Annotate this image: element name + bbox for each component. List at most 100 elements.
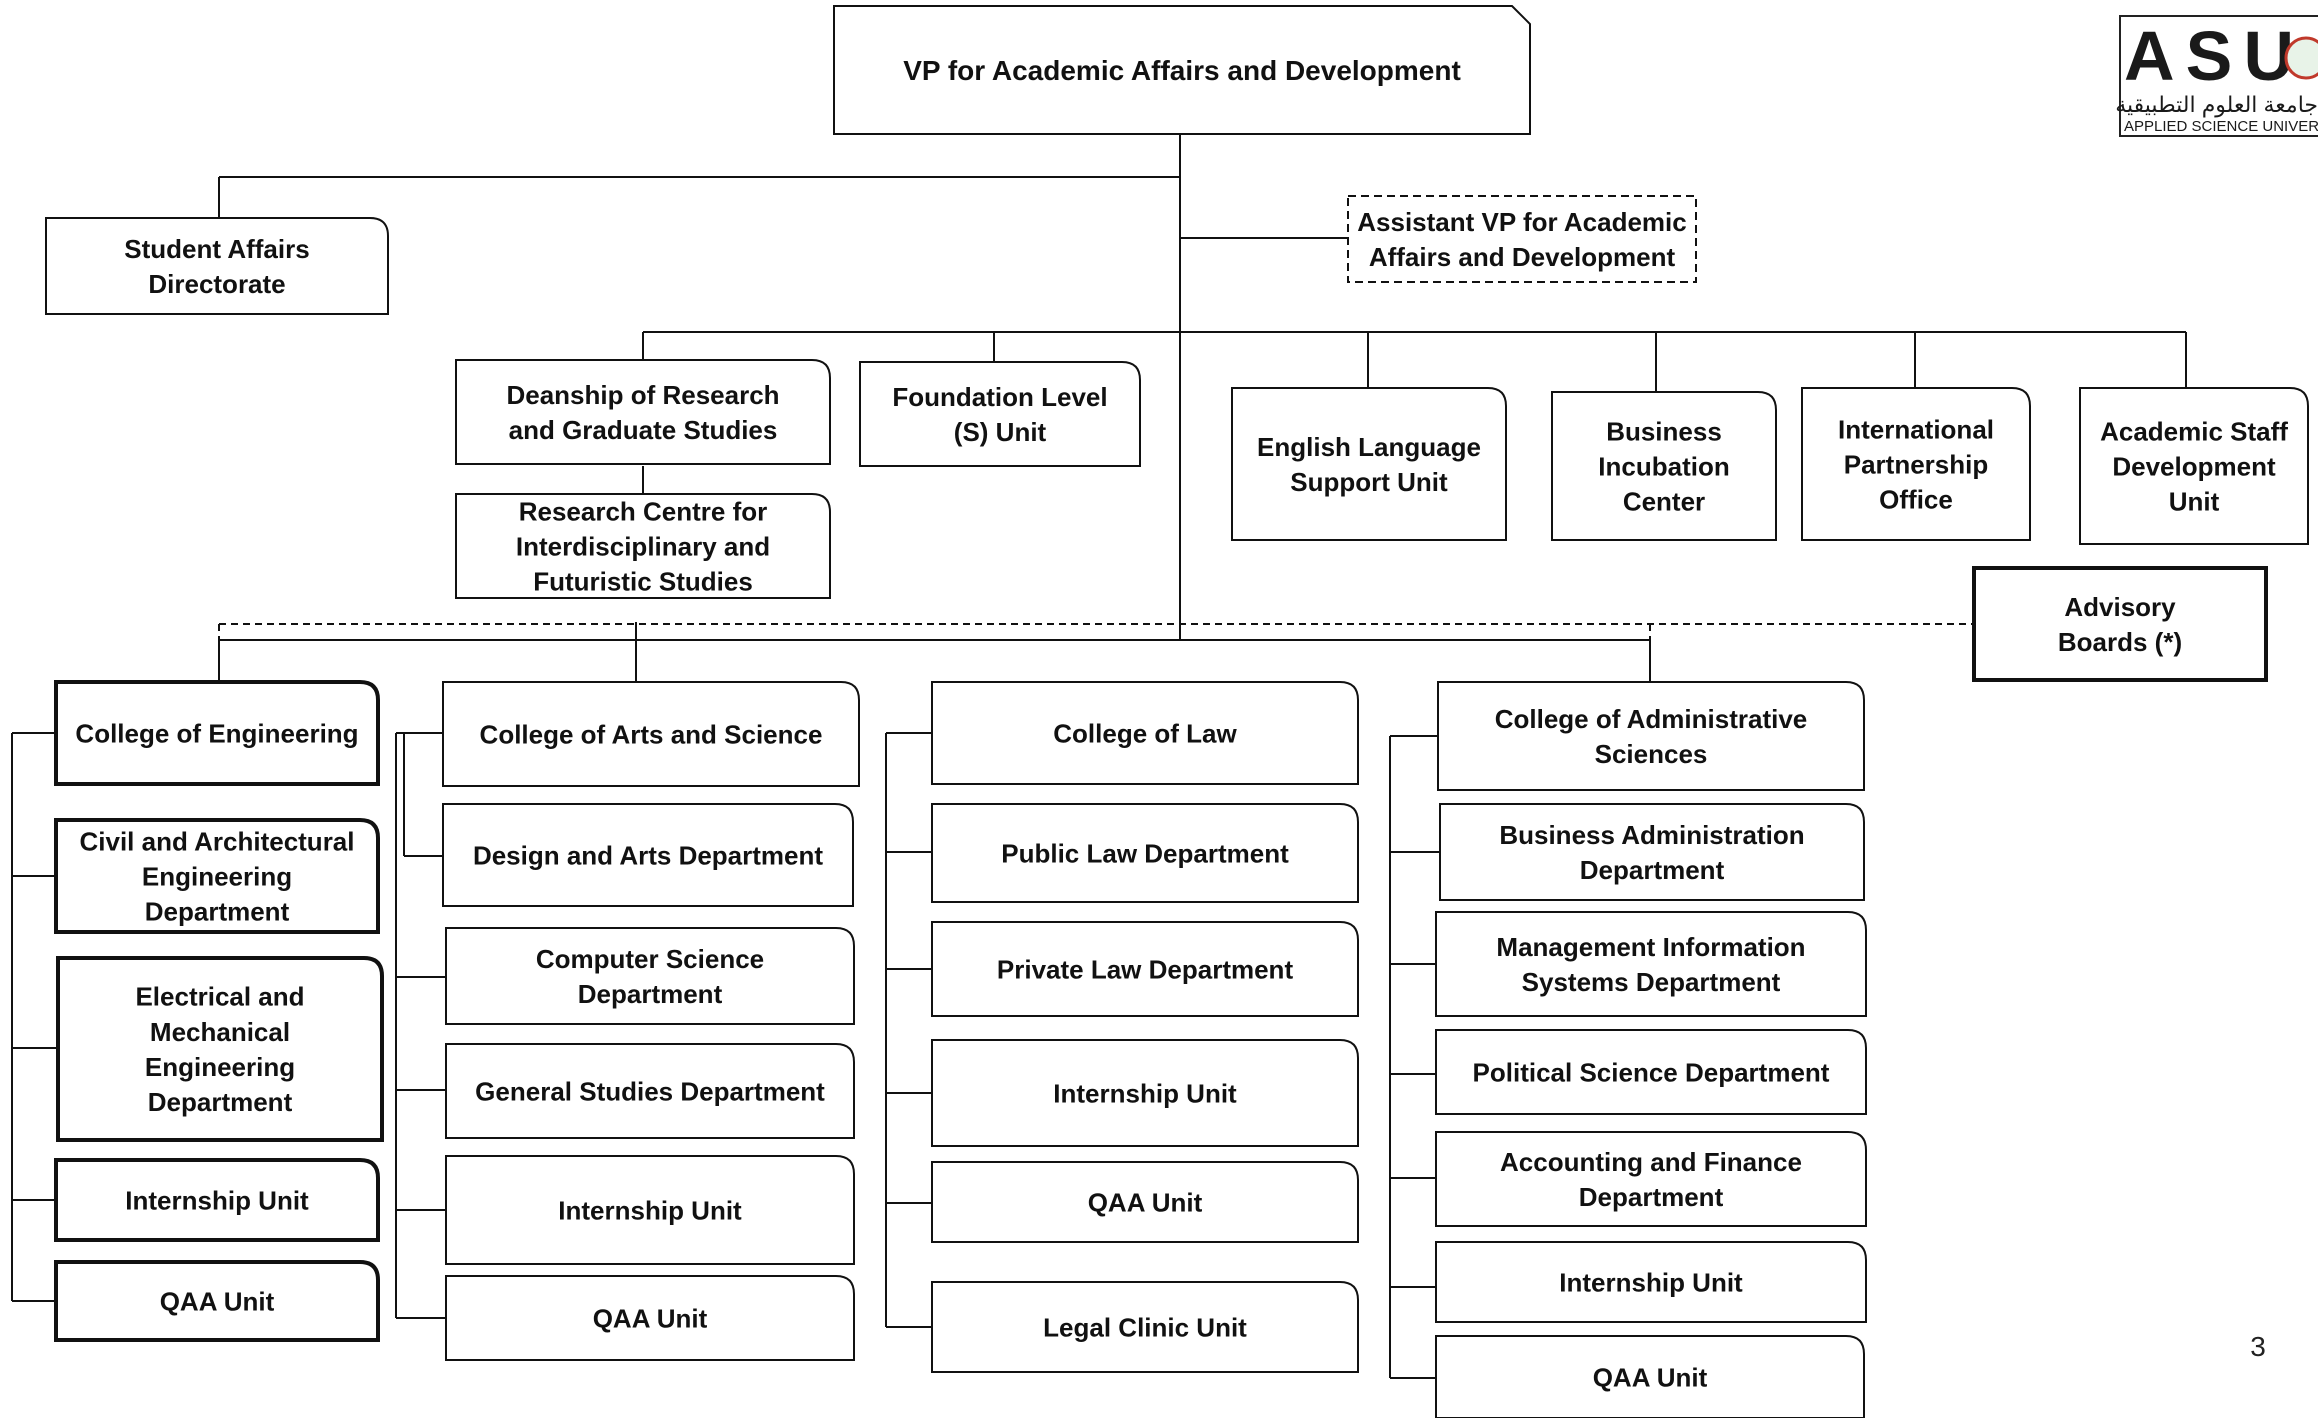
electrical-department-box-label-line: Electrical and bbox=[135, 982, 304, 1012]
deanship-box-label-line: Deanship of Research bbox=[506, 380, 779, 410]
intl-partnership-box-label-line: Partnership bbox=[1844, 449, 1989, 479]
academic-staff-box-label-line: Development bbox=[2112, 451, 2276, 481]
deanship-box-label-line: and Graduate Studies bbox=[509, 415, 778, 445]
admin-qaa-box-label-line: QAA Unit bbox=[1593, 1362, 1708, 1392]
college-arts-box-label-line: College of Arts and Science bbox=[480, 719, 823, 749]
electrical-department-box-label-line: Engineering bbox=[145, 1052, 295, 1082]
legal-clinic-box-label-line: Legal Clinic Unit bbox=[1043, 1312, 1247, 1342]
electrical-department-box: Electrical andMechanicalEngineeringDepar… bbox=[56, 956, 384, 1142]
private-law-box: Private Law Department bbox=[931, 921, 1359, 1017]
business-admin-box-label-line: Department bbox=[1580, 855, 1725, 885]
civil-department-box-label-line: Civil and Architectural bbox=[80, 826, 355, 856]
law-qaa-box-label-line: QAA Unit bbox=[1088, 1187, 1203, 1217]
logo-english-text: APPLIED SCIENCE UNIVERSITY bbox=[2124, 118, 2318, 135]
accounting-finance-box-label-line: Department bbox=[1579, 1182, 1724, 1212]
eng-internship-box-label-line: Internship Unit bbox=[125, 1185, 309, 1215]
foundation-box-label-line: (S) Unit bbox=[954, 417, 1047, 447]
academic-staff-box-label-line: Academic Staff bbox=[2100, 416, 2288, 446]
accounting-finance-box-label-line: Accounting and Finance bbox=[1500, 1147, 1802, 1177]
civil-department-box: Civil and ArchitecturalEngineeringDepart… bbox=[54, 818, 380, 934]
advisory-dashed-lines bbox=[218, 623, 1974, 676]
cs-department-box-label-line: Department bbox=[578, 979, 723, 1009]
civil-department-box-label-line: Engineering bbox=[142, 861, 292, 891]
admin-internship-box-label-line: Internship Unit bbox=[1559, 1267, 1743, 1297]
arts-qaa-box: QAA Unit bbox=[445, 1275, 855, 1361]
logo-mark: ASU bbox=[2124, 17, 2294, 95]
legal-clinic-box: Legal Clinic Unit bbox=[931, 1281, 1359, 1373]
advisory-boards-box-label-line: Boards (*) bbox=[2058, 627, 2182, 657]
private-law-box-label-line: Private Law Department bbox=[997, 954, 1294, 984]
english-unit-box-label-line: English Language bbox=[1257, 432, 1481, 462]
public-law-box-label-line: Public Law Department bbox=[1001, 838, 1289, 868]
political-science-box-label-line: Political Science Department bbox=[1473, 1057, 1830, 1087]
civil-department-box-label-line: Department bbox=[145, 896, 290, 926]
research-centre-box-label-line: Futuristic Studies bbox=[533, 566, 753, 596]
mis-department-box-label-line: Management Information bbox=[1496, 932, 1805, 962]
foundation-box-label-line: Foundation Level bbox=[892, 382, 1107, 412]
general-studies-box: General Studies Department bbox=[445, 1043, 855, 1139]
college-engineering-box: College of Engineering bbox=[54, 680, 380, 786]
electrical-department-box-label-line: Department bbox=[148, 1087, 293, 1117]
general-studies-box-label-line: General Studies Department bbox=[475, 1076, 825, 1106]
academic-staff-box-label-line: Unit bbox=[2169, 486, 2220, 516]
law-internship-box-label-line: Internship Unit bbox=[1053, 1078, 1237, 1108]
college-law-box-label-line: College of Law bbox=[1053, 718, 1237, 748]
electrical-department-box-label-line: Mechanical bbox=[150, 1017, 290, 1047]
admin-internship-box: Internship Unit bbox=[1435, 1241, 1867, 1323]
college-law-box: College of Law bbox=[931, 681, 1359, 785]
intl-partnership-box-label-line: Office bbox=[1879, 484, 1953, 514]
arts-qaa-box-label-line: QAA Unit bbox=[593, 1303, 708, 1333]
vp-box-label-line: VP for Academic Affairs and Development bbox=[903, 55, 1461, 86]
research-centre-box-label-line: Research Centre for bbox=[519, 496, 768, 526]
political-science-box: Political Science Department bbox=[1435, 1029, 1867, 1115]
asu-logo: ASU جامعة العلوم التطبيقية APPLIED SCIEN… bbox=[2115, 15, 2318, 137]
college-engineering-box-label-line: College of Engineering bbox=[75, 718, 358, 748]
business-incubation-box-label-line: Business bbox=[1606, 416, 1722, 446]
public-law-box: Public Law Department bbox=[931, 803, 1359, 903]
business-incubation-box-label-line: Center bbox=[1623, 486, 1705, 516]
assistant-vp-box-label-line: Assistant VP for Academic bbox=[1357, 207, 1686, 237]
logo-emblem-icon bbox=[2284, 36, 2318, 80]
law-qaa-box: QAA Unit bbox=[931, 1161, 1359, 1243]
assistant-vp-box-label-line: Affairs and Development bbox=[1369, 242, 1676, 272]
mis-department-box-label-line: Systems Department bbox=[1522, 967, 1781, 997]
intl-partnership-box-label-line: International bbox=[1838, 414, 1994, 444]
business-incubation-box-label-line: Incubation bbox=[1598, 451, 1729, 481]
vp-box: VP for Academic Affairs and Development bbox=[833, 5, 1531, 135]
college-arts-box: College of Arts and Science bbox=[442, 681, 860, 787]
student-affairs-box-label-line: Student Affairs bbox=[124, 234, 309, 264]
arts-internship-box-label-line: Internship Unit bbox=[558, 1195, 742, 1225]
advisory-boards-box-label-line: Advisory bbox=[2064, 592, 2176, 622]
eng-qaa-box-label-line: QAA Unit bbox=[160, 1286, 275, 1316]
foundation-box: Foundation Level (S) Unit bbox=[859, 361, 1141, 467]
arts-internship-box: Internship Unit bbox=[445, 1155, 855, 1265]
connector-lines bbox=[11, 134, 2187, 1379]
law-internship-box: Internship Unit bbox=[931, 1039, 1359, 1147]
business-admin-box-label-line: Business Administration bbox=[1499, 820, 1804, 850]
page-number: 3 bbox=[2250, 1331, 2266, 1362]
logo-arabic-text: جامعة العلوم التطبيقية bbox=[2115, 92, 2318, 117]
research-centre-box-label-line: Interdisciplinary and bbox=[516, 531, 770, 561]
admin-qaa-box: QAA Unit bbox=[1435, 1335, 1865, 1418]
eng-qaa-box: QAA Unit bbox=[54, 1260, 380, 1342]
english-unit-box-label-line: Support Unit bbox=[1290, 467, 1448, 497]
eng-internship-box: Internship Unit bbox=[54, 1158, 380, 1242]
deanship-box: Deanship of Research and Graduate Studies bbox=[455, 359, 831, 465]
college-admin-box-label-line: College of Administrative bbox=[1495, 704, 1808, 734]
cs-department-box-label-line: Computer Science bbox=[536, 944, 764, 974]
design-department-box: Design and Arts Department bbox=[442, 803, 854, 907]
design-department-box-label-line: Design and Arts Department bbox=[473, 840, 823, 870]
